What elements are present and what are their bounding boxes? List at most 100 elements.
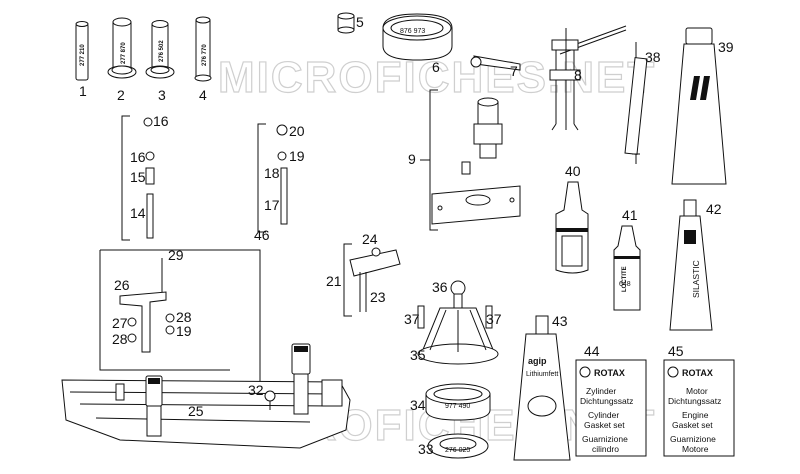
card-44-line-5: Guarnizione <box>582 434 628 444</box>
bracket-21-24 <box>343 243 352 317</box>
part-34-ring: 977 490 <box>425 383 491 421</box>
card-44-line-3: Cylinder <box>588 410 619 420</box>
tool-1-number: 277 210 <box>80 44 86 66</box>
callout-37b: 37 <box>486 311 502 327</box>
card-44-brand: ROTAX <box>594 368 625 378</box>
callout-21: 21 <box>326 273 342 289</box>
callout-36: 36 <box>432 279 448 295</box>
part-32 <box>264 390 276 410</box>
ring-33-number: 276 025 <box>445 447 470 454</box>
callout-41: 41 <box>622 207 638 223</box>
callout-7: 7 <box>510 63 518 79</box>
part-8-puller <box>549 25 627 131</box>
tool-1: 277 210 <box>75 21 89 81</box>
callout-28a: 28 <box>176 309 192 325</box>
part-40-bottle <box>555 181 589 274</box>
callout-19c: 19 <box>176 323 192 339</box>
callout-15: 15 <box>130 169 146 185</box>
callout-46: 46 <box>254 227 270 243</box>
callout-43: 43 <box>552 313 568 329</box>
grease-brand-label: agip <box>528 356 547 366</box>
callout-39: 39 <box>718 39 734 55</box>
callout-32: 32 <box>248 382 264 398</box>
callout-44: 44 <box>584 343 600 359</box>
grease-name-label: Lithiumfett <box>526 371 558 378</box>
callout-42: 42 <box>706 201 722 217</box>
callout-16a: 16 <box>153 113 169 129</box>
callout-35: 35 <box>410 347 426 363</box>
tool-4: 276 770 <box>194 16 212 82</box>
callout-23: 23 <box>370 289 386 305</box>
tool-2-number: 277 870 <box>121 42 127 64</box>
callout-40: 40 <box>565 163 581 179</box>
silastic-label: SILASTIC <box>691 260 701 298</box>
loctite-648-label: 648 <box>619 281 631 288</box>
callout-9: 9 <box>408 151 416 167</box>
part-36-35-stand <box>417 280 499 365</box>
callout-6: 6 <box>432 59 440 75</box>
callout-2: 2 <box>117 87 125 103</box>
callout-45: 45 <box>668 343 684 359</box>
card-44-line-6: cilindro <box>592 444 619 454</box>
tool-4-number: 276 770 <box>202 44 208 66</box>
card-45-engine-gasket-set: ROTAX Motor Dichtungssatz Engine Gasket … <box>663 359 735 457</box>
callout-26: 26 <box>114 277 130 293</box>
watermark-top: MICROFICHES.NET <box>218 53 656 102</box>
callout-4: 4 <box>199 87 207 103</box>
card-44-line-4: Gasket set <box>584 420 625 430</box>
part-33-ring: 276 025 <box>427 433 489 459</box>
callout-27: 27 <box>112 315 128 331</box>
card-45-line-1: Motor <box>686 386 708 396</box>
callout-3: 3 <box>158 87 166 103</box>
ring-34-number: 977 490 <box>445 403 470 410</box>
parts-21-24 <box>349 247 401 312</box>
callout-20: 20 <box>289 123 305 139</box>
card-44-line-2: Dichtungssatz <box>580 396 633 406</box>
part-9-tool <box>431 97 521 225</box>
callout-16b: 16 <box>130 149 146 165</box>
callout-34: 34 <box>410 397 426 413</box>
part-37-bolts <box>417 305 493 329</box>
callout-19a: 19 <box>289 148 305 164</box>
callout-33: 33 <box>418 441 434 457</box>
part-38-syringe <box>624 42 648 164</box>
callout-14: 14 <box>130 205 146 221</box>
card-44-cylinder-gasket-set: ROTAX Zylinder Dichtungssatz Cylinder Ga… <box>575 359 647 457</box>
callout-37a: 37 <box>404 311 420 327</box>
parts-26-29 <box>119 258 175 353</box>
loctite-brand-label: LOCTITE <box>622 266 628 292</box>
callout-29: 29 <box>168 247 184 263</box>
part-42-silastic: SILASTIC <box>669 199 713 331</box>
card-45-line-6: Motore <box>682 444 709 454</box>
parts-14-16 <box>143 117 155 239</box>
card-45-brand: ROTAX <box>682 368 713 378</box>
callout-18: 18 <box>264 165 280 181</box>
callout-8: 8 <box>574 67 582 83</box>
callout-17: 17 <box>264 197 280 213</box>
tool-2: 277 870 <box>107 17 137 79</box>
part-6-ring: 876 973 <box>382 13 453 61</box>
part-5-sleeve <box>337 12 355 34</box>
card-45-line-2: Dichtungssatz <box>668 396 721 406</box>
bracket-14-16 <box>121 115 130 241</box>
callout-25: 25 <box>188 403 204 419</box>
tool-3: 276 502 <box>145 20 175 79</box>
part-43-grease-tube: agip Lithiumfett <box>513 315 571 461</box>
card-45-line-5: Guarnizione <box>670 434 716 444</box>
part-7-key <box>470 55 521 71</box>
card-44-line-1: Zylinder <box>586 386 616 396</box>
part-39-tube <box>671 27 727 185</box>
card-45-line-3: Engine <box>682 410 709 420</box>
bracket-17-20 <box>257 123 266 233</box>
callout-1: 1 <box>79 83 87 99</box>
part-41-loctite: LOCTITE 648 <box>613 225 641 311</box>
callout-38: 38 <box>645 49 661 65</box>
callout-28b: 28 <box>112 331 128 347</box>
card-45-line-4: Gasket set <box>672 420 713 430</box>
ring-6-number: 876 973 <box>400 28 425 35</box>
part-25-frame <box>61 343 351 449</box>
callout-24: 24 <box>362 231 378 247</box>
box-46 <box>99 249 261 410</box>
callout-5: 5 <box>356 14 364 30</box>
